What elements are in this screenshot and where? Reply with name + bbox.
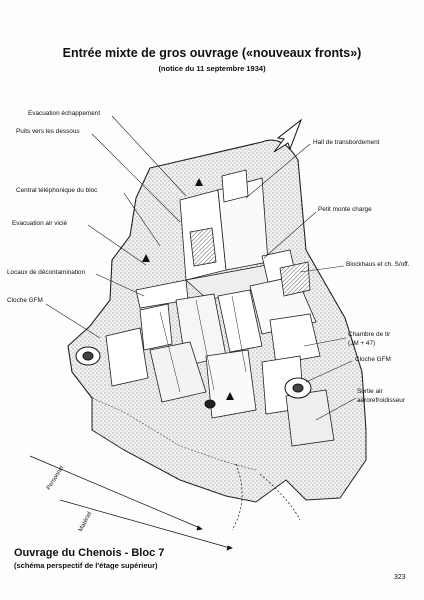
interior-structure [105, 169, 335, 447]
label-cloche-gfm-right: Cloche GFM [355, 356, 391, 363]
caption-subtitle: (schéma perspectif de l'étage supérieur) [14, 561, 158, 570]
access-lines [29, 455, 301, 551]
leader-lines [45, 115, 357, 421]
label-blockhaus: Blockhaus et ch. S/off. [346, 261, 410, 268]
north-arrow-icon [273, 118, 303, 153]
label-evacuation-echappement: Evacuation échappement [28, 110, 101, 117]
label-chambre-tir: Chambre de tir [348, 331, 391, 338]
caption-title: Ouvrage du Chenois - Bloc 7 [14, 547, 165, 559]
page-title: Entrée mixte de gros ouvrage («nouveaux … [62, 46, 362, 60]
label-chambre-tir-caliber: (JM + 47) [348, 340, 376, 347]
label-hall: Hall de transbordement [313, 139, 380, 146]
label-petit-monte: Petit monte charge [318, 206, 372, 213]
label-aerorefroidisseur: aérorefroidisseur [357, 397, 405, 404]
label-evacuation-air: Evacuation air vicié [12, 220, 68, 227]
page-subtitle: (notice du 11 septembre 1934) [158, 64, 266, 73]
label-locaux: Locaux de décontamination [7, 269, 86, 276]
turrets [75, 346, 312, 409]
label-central-telephonique: Central téléphonique du bloc [16, 187, 98, 194]
label-puits: Puits vers les dessous [16, 128, 80, 135]
label-sortie-air: Sortie air [357, 388, 383, 395]
up-arrow-icons [142, 178, 234, 400]
page-number: 323 [394, 574, 406, 581]
label-cloche-gfm-left: Cloche GFM [7, 297, 43, 304]
